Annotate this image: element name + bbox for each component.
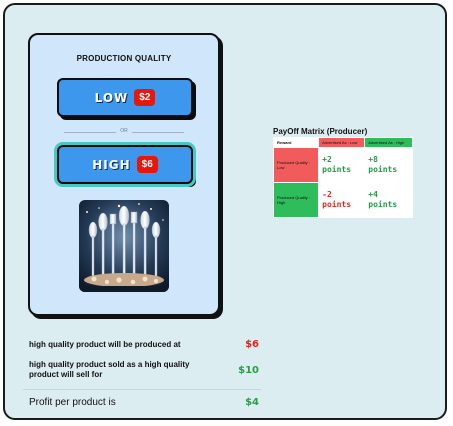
payoff-low-high: +8 points — [368, 155, 398, 174]
cost-label: high quality product will be produced at — [29, 339, 181, 349]
or-label: OR — [116, 128, 132, 134]
sell-row: high quality product sold as a high qual… — [29, 360, 259, 380]
high-label: HIGH — [92, 157, 131, 172]
col-header-advertised-high: Advertised As : High — [364, 137, 413, 148]
high-quality-button[interactable]: HIGH $6 — [54, 142, 196, 187]
low-quality-button[interactable]: LOW $2 — [57, 78, 193, 117]
main-frame: PRODUCTION QUALITY LOW $2 OR HIGH $6 — [3, 3, 447, 420]
payoff-low-low: +2 points — [322, 155, 352, 174]
col-header-advertised-low: Advertised As : Low — [318, 137, 366, 148]
production-quality-card: PRODUCTION QUALITY LOW $2 OR HIGH $6 — [28, 33, 220, 316]
payoff-high-high: +4 points — [368, 190, 398, 209]
matrix-corner: Reward — [272, 137, 320, 148]
high-price-tag: $6 — [136, 156, 158, 173]
profit-value: $4 — [245, 397, 259, 408]
cost-row: high quality product will be produced at… — [29, 339, 259, 350]
profit-row: Profit per product is $4 — [29, 397, 259, 408]
payoff-matrix-title: PayOff Matrix (Producer) — [273, 127, 368, 136]
low-price-tag: $2 — [134, 89, 156, 106]
sell-value: $10 — [238, 364, 259, 376]
spoons-image — [79, 200, 169, 292]
profit-label: Profit per product is — [29, 396, 116, 408]
cost-value: $6 — [245, 339, 259, 350]
separator — [23, 389, 261, 390]
row-header-produced-high: Produced Quality : High — [272, 182, 320, 218]
sell-label: high quality product sold as a high qual… — [29, 360, 190, 379]
card-title: PRODUCTION QUALITY — [76, 54, 172, 63]
payoff-high-low: -2 points — [322, 190, 352, 209]
low-label: LOW — [94, 90, 129, 105]
cutlery-illustration-icon — [79, 200, 169, 292]
payoff-matrix: Reward Advertised As : Low Advertised As… — [272, 137, 413, 218]
row-header-produced-low: Produced Quality : Low — [272, 147, 320, 183]
